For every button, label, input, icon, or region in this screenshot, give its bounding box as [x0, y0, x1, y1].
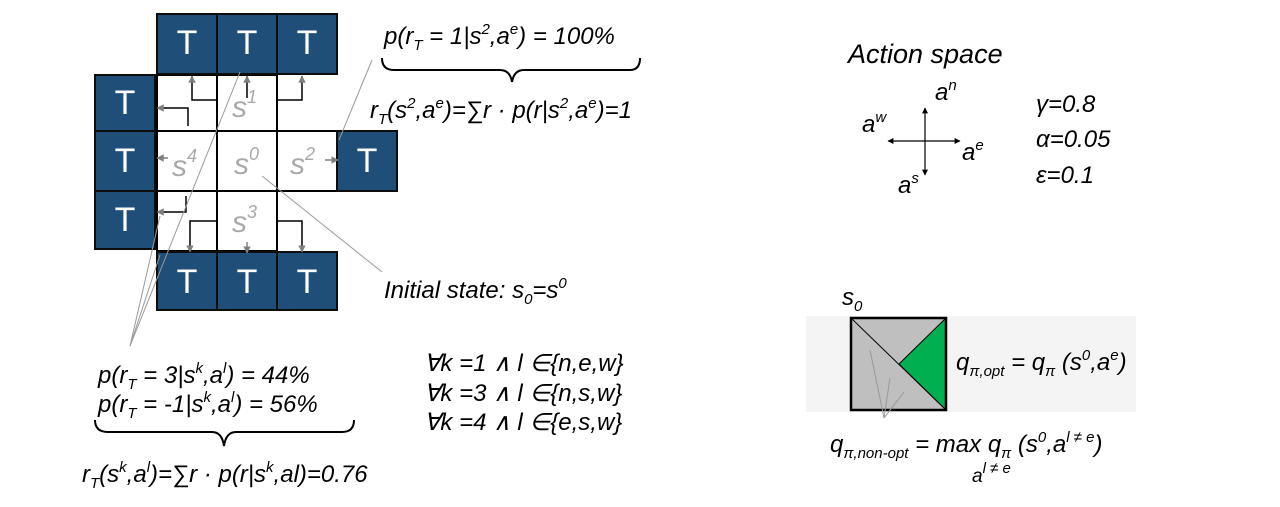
q-value-panel [806, 316, 1136, 419]
q-opt-equation: qπ,opt = qπ (s0,ae) [956, 347, 1127, 380]
arrow-s3-to-bottom-left [186, 220, 217, 253]
action-space-title: Action space [846, 39, 1003, 69]
param-gamma: γ=0.8 [1036, 91, 1096, 118]
terminal-cell [276, 251, 338, 311]
transition-arrows [156, 75, 339, 254]
action-compass [887, 107, 961, 176]
terminal-label: T [237, 263, 258, 301]
prob-top-equation: p(rT = 1|s2,ae) = 100% [383, 21, 615, 54]
arrow-s1-to-top-left [188, 75, 217, 101]
state-label-s3: s3 [232, 202, 257, 239]
q-state-label: s0 [842, 284, 863, 315]
terminal-label: T [357, 142, 378, 180]
condition-2: ∀k =3 ∧ l ∈{n,s,w} [424, 380, 622, 407]
q-opt-triangle [899, 318, 946, 410]
action-east-label: ae [962, 137, 984, 166]
condition-3: ∀k =4 ∧ l ∈{e,s,w} [424, 409, 622, 436]
state-label-s0: s0 [234, 144, 259, 181]
state-label-s2: s2 [290, 144, 315, 181]
state-cell-s1 [156, 74, 218, 132]
arrow-s1-to-left [156, 104, 189, 126]
condition-1: ∀k =1 ∧ l ∈{n,e,w} [424, 350, 624, 377]
terminal-label: T [297, 24, 318, 62]
prob-44-equation: p(rT = 3|sk,al) = 44% [97, 360, 310, 393]
terminal-label: T [115, 201, 136, 239]
terminal-label: T [115, 142, 136, 180]
grid-world: T T T T T T T T T T s1 s4 s0 s2 s3 [94, 13, 398, 311]
terminal-cell [94, 130, 156, 192]
terminal-label: T [177, 24, 198, 62]
terminal-cell [94, 190, 156, 250]
pointer-lines [129, 59, 383, 347]
terminal-cell [276, 13, 338, 75]
terminal-label: T [177, 263, 198, 301]
state-label-s4: s4 [172, 146, 197, 183]
reward-top-equation: rT(s2,ae)=∑r · p(r|s2,ae)=1 [370, 95, 632, 128]
brace-bottom [94, 419, 355, 447]
action-west-label: aw [862, 109, 887, 138]
terminal-label: T [237, 24, 258, 62]
action-north-label: an [935, 77, 957, 106]
brace-top [381, 57, 641, 83]
terminal-cell [336, 130, 398, 192]
arrow-s1-to-top-right [277, 75, 306, 101]
initial-state-label: Initial state: s0=s0 [384, 275, 567, 308]
prob-56-equation: p(rT = -1|sk,al) = 56% [97, 389, 318, 422]
terminal-label: T [297, 263, 318, 301]
terminal-label: T [115, 84, 136, 122]
q-state-box [849, 316, 948, 412]
action-south-label: as [898, 170, 919, 199]
q-nonopt-equation: qπ,non-opt = max qπ (s0,al ≠ e) [830, 429, 1103, 462]
param-alpha: α=0.05 [1036, 126, 1111, 153]
arrow-s3-to-left [156, 196, 187, 216]
terminal-cell [156, 13, 218, 75]
q-max-subscript: al ≠ e [972, 460, 1011, 487]
param-epsilon: ε=0.1 [1036, 162, 1094, 189]
terminal-labels: T T T T T T T T T T [115, 24, 378, 301]
q-pointer-lines [869, 349, 905, 419]
terminal-cell [216, 13, 278, 75]
reward-bottom-equation: rT(sk,al)=∑r · p(r|sk,al)=0.76 [82, 459, 368, 492]
terminal-cell [94, 74, 156, 132]
state-label-s1: s1 [232, 87, 257, 124]
arrow-s3-to-bottom-right [277, 220, 306, 253]
